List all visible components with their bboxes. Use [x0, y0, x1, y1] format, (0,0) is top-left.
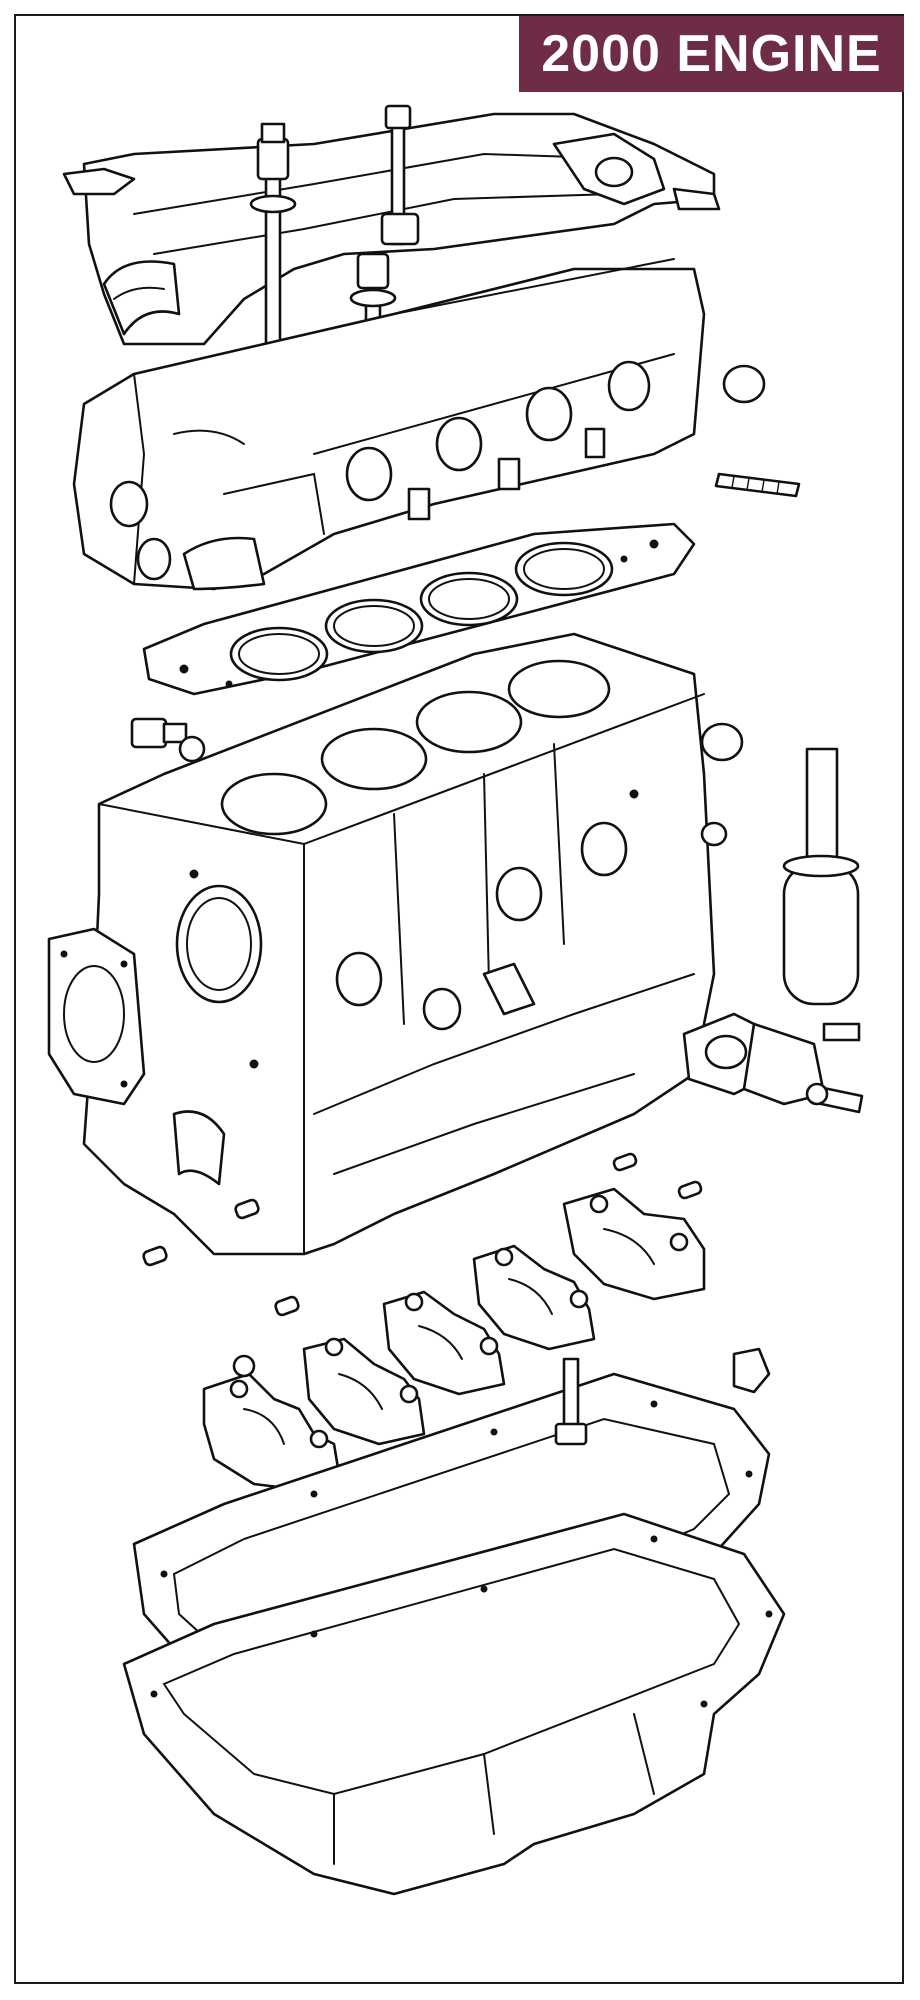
exploded-engine-diagram-icon [14, 14, 904, 1984]
main-bearing-cap-icon [474, 1246, 594, 1349]
page-title: 2000 ENGINE [541, 25, 882, 83]
water-outlet-icon [684, 1014, 862, 1112]
stud-icon [716, 474, 799, 496]
engine-block-icon [84, 634, 714, 1254]
plug-icon [234, 1356, 254, 1376]
oil-pressure-switch-icon [132, 719, 204, 761]
main-bearing-cap-icon [564, 1189, 704, 1299]
head-gasket-icon [144, 524, 694, 694]
cylinder-head-icon [74, 259, 704, 589]
sump-bolt-icon [556, 1359, 586, 1444]
timing-cover-gasket-icon [49, 929, 144, 1104]
oil-sump-icon [124, 1514, 784, 1894]
dowel-icon [142, 1246, 167, 1267]
dowel-icon [613, 1153, 638, 1172]
core-plug-icon [702, 724, 742, 760]
drain-plug-icon [734, 1349, 769, 1392]
dowel-icon [274, 1296, 299, 1317]
main-bearing-cap-icon [204, 1374, 339, 1489]
dowel-icon [234, 1199, 259, 1220]
dowel-icon [678, 1181, 703, 1200]
title-badge: 2000 ENGINE [519, 16, 904, 92]
main-bearing-cap-icon [384, 1292, 504, 1394]
rocker-stud-icon [382, 106, 418, 244]
core-plug-icon [724, 366, 764, 402]
plug-icon [702, 823, 726, 845]
main-bearing-cap-icon [304, 1339, 424, 1444]
dipstick-tube-icon [784, 749, 858, 1004]
